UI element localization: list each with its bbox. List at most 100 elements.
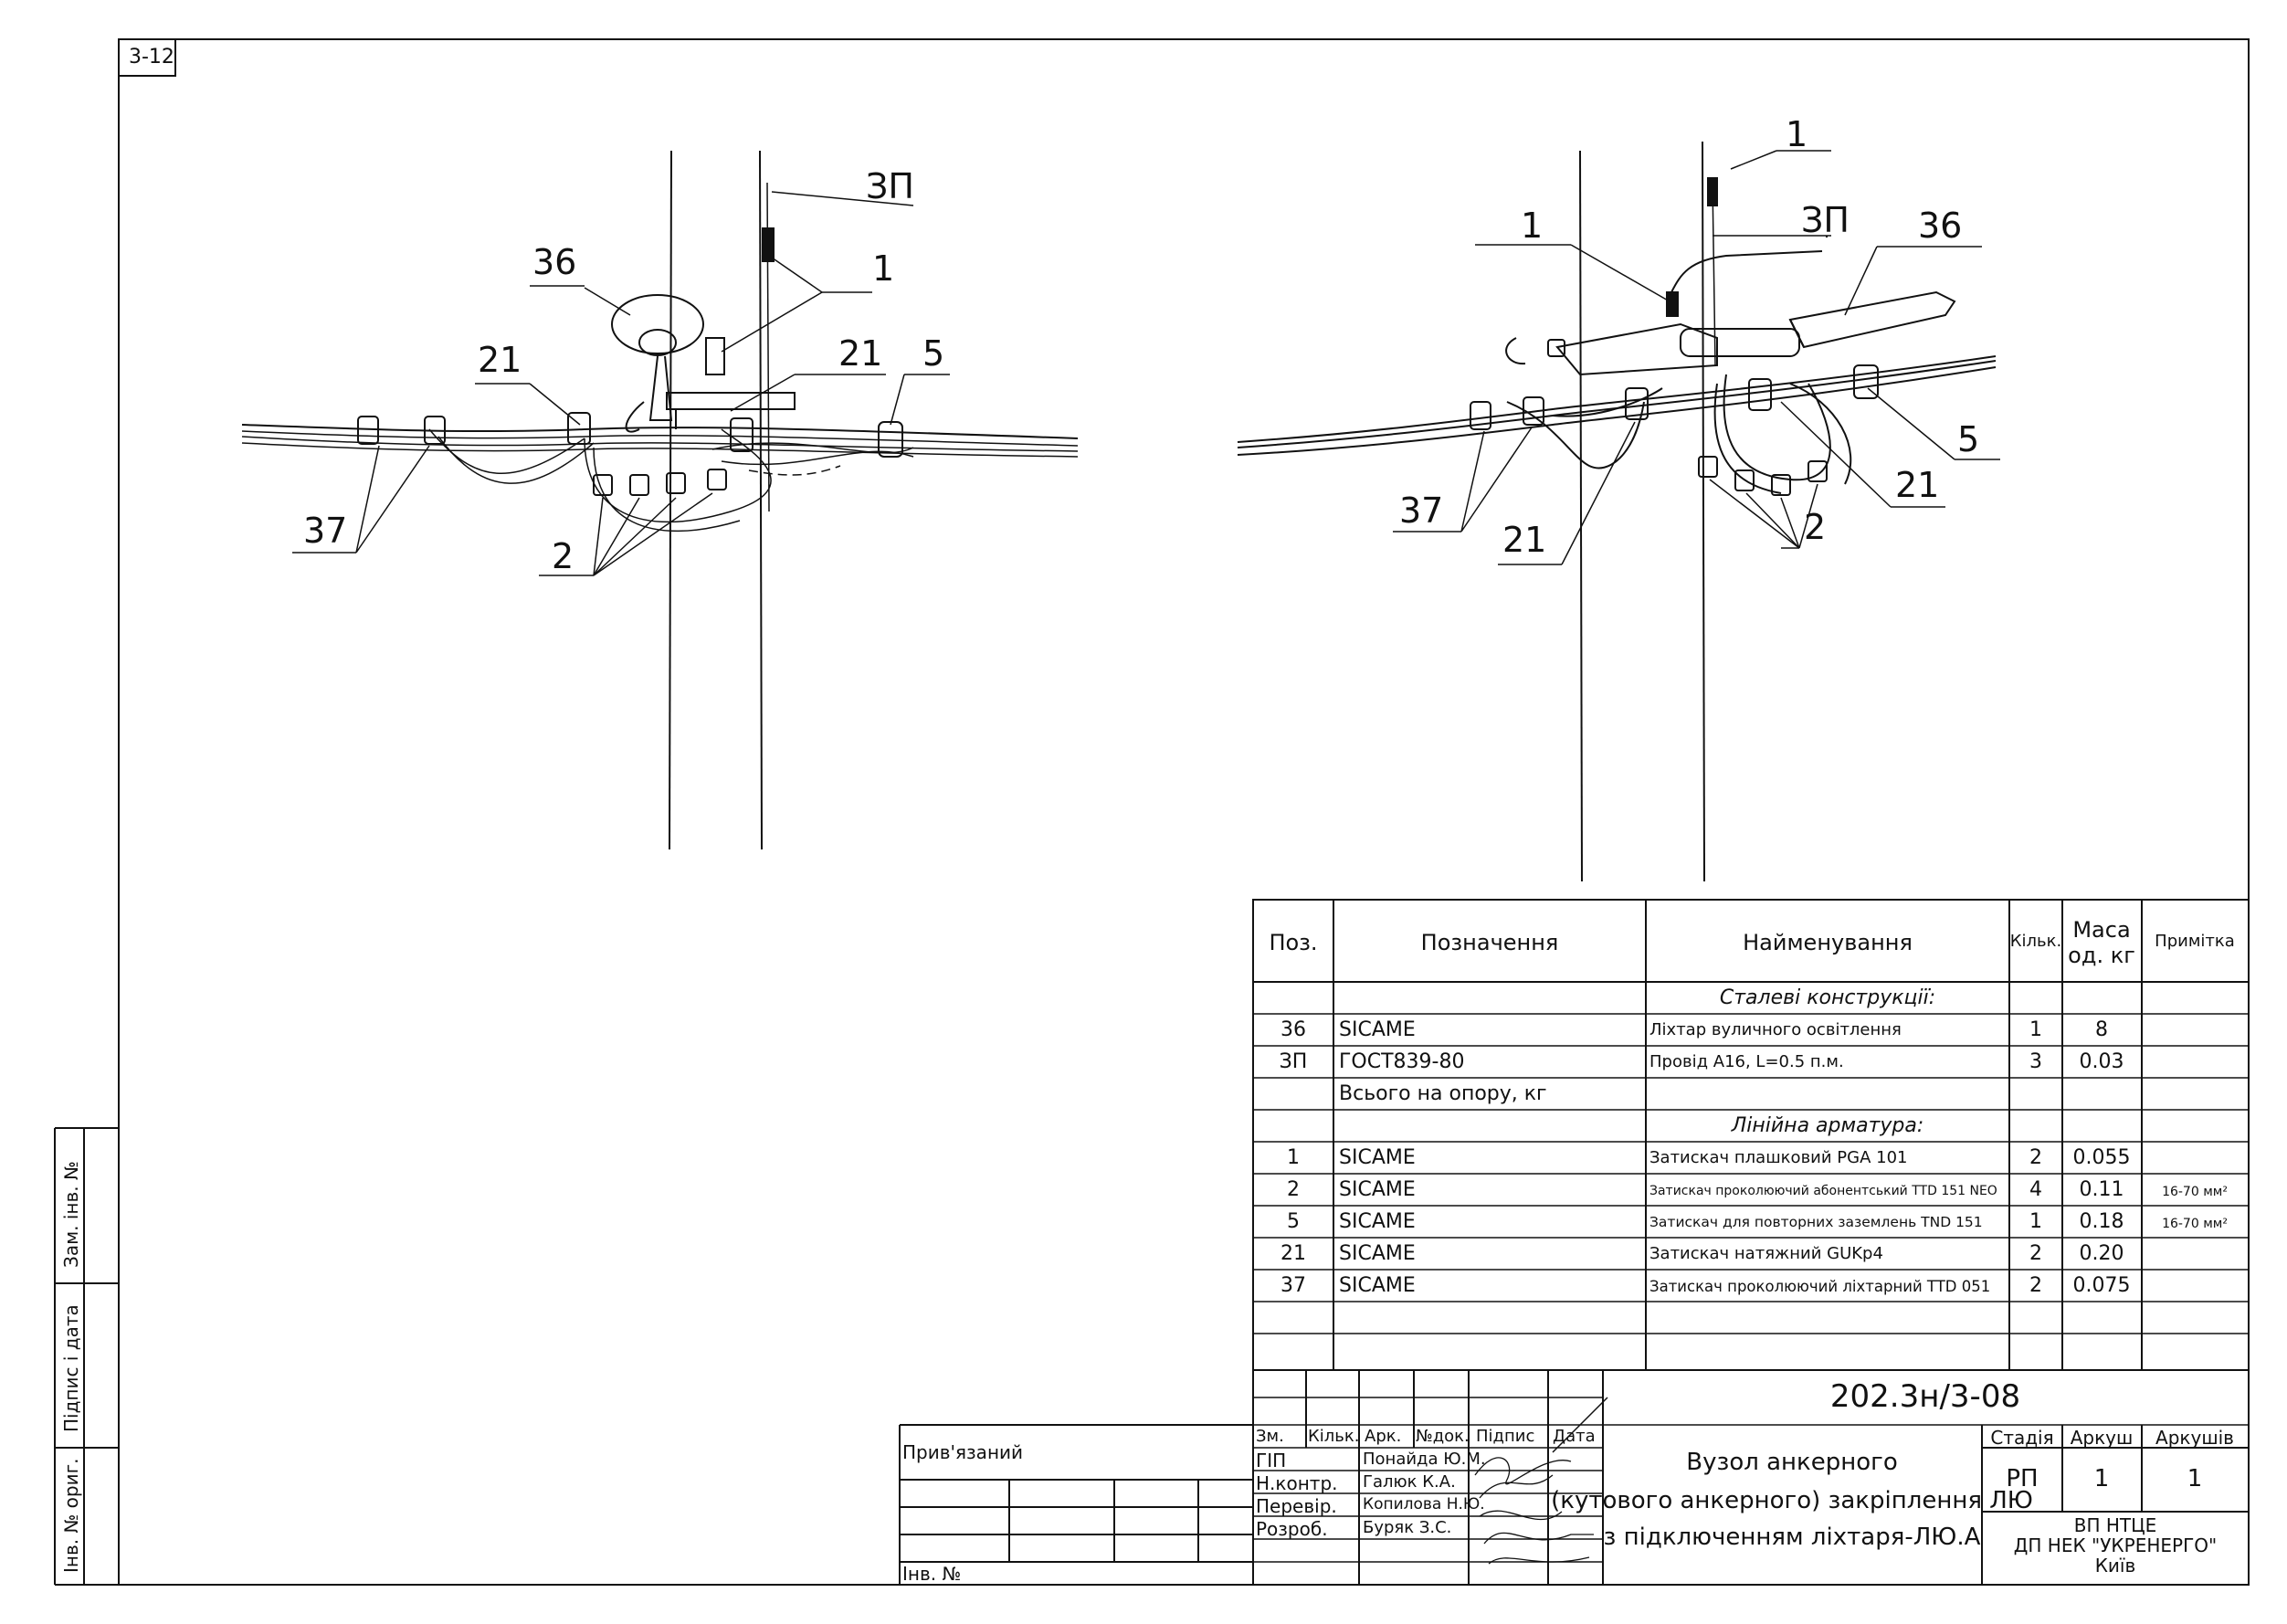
title-line-3: з підключенням ліхтаря-ЛЮ.А: [1603, 1524, 1981, 1551]
spec-header-qty: Кільк.: [2009, 932, 2062, 951]
spec-row-qty: 2: [2029, 1274, 2042, 1297]
callout-right-21b: 21: [1502, 520, 1547, 560]
pole-left-edge: [669, 150, 672, 850]
callout-right-37: 37: [1399, 490, 1444, 531]
spec-header-mass-b: од. кг: [2068, 943, 2135, 968]
spec-row-mass: 0.20: [2079, 1242, 2124, 1265]
callout-left-21b: 21: [838, 333, 883, 374]
spec-header-note: Примітка: [2155, 932, 2235, 951]
right-view-drawing: [1237, 141, 2000, 882]
spec-row-name: Затискач плашковий PGA 101: [1649, 1148, 1908, 1167]
stage-value: РП: [2006, 1465, 2039, 1492]
callout-left-21a: 21: [478, 340, 522, 380]
col-kilk: Кільк.: [1308, 1427, 1360, 1446]
spec-row-qty: 1: [2029, 1018, 2042, 1041]
spec-header-name: Найменування: [1743, 930, 1913, 955]
spec-row-mass: 0.18: [2079, 1210, 2124, 1233]
spec-row-note: 16-70 мм²: [2162, 1185, 2228, 1199]
title-line-2: (кутового анкерного) закріплення ЛЮ: [1551, 1487, 2033, 1514]
role-perevir: Перевір.: [1256, 1495, 1337, 1517]
spec-table-grid: [1252, 899, 2250, 1371]
spec-row-designation: SICAME: [1339, 1210, 1416, 1233]
callout-right-2: 2: [1804, 507, 1827, 547]
sheets-label: Аркушів: [2155, 1427, 2234, 1449]
callout-left-37: 37: [303, 511, 348, 551]
callout-right-36: 36: [1918, 206, 1963, 246]
name-perevir: Копилова Н.Ю.: [1363, 1495, 1485, 1513]
name-nkontr: Галюк К.А.: [1363, 1472, 1456, 1492]
spec-row-pos: 1: [1287, 1146, 1300, 1169]
title-block-grid: [899, 1369, 2250, 1586]
sheet-code: 3-12: [129, 46, 174, 69]
spec-row-designation: SICAME: [1339, 1242, 1416, 1265]
spec-row-mass: 0.11: [2079, 1178, 2124, 1201]
spec-row-qty: 2: [2029, 1146, 2042, 1169]
name-gip: Понайда Ю.М.: [1363, 1450, 1486, 1469]
role-nkontr: Н.контр.: [1256, 1472, 1338, 1494]
signatures: [1474, 1457, 1594, 1565]
col-ark: Арк.: [1365, 1427, 1402, 1446]
role-gip: ГІП: [1256, 1450, 1287, 1471]
stage-label: Стадія: [1990, 1427, 2054, 1449]
spec-header-mass-a: Маса: [2072, 917, 2131, 943]
spec-row-qty: 3: [2029, 1050, 2042, 1073]
spec-header-pos: Поз.: [1269, 930, 1318, 955]
spec-row-name: Затискач проколюючий ліхтарний TTD 051: [1649, 1278, 1991, 1295]
spec-row-pos: 5: [1287, 1210, 1300, 1233]
spec-row-designation: ГОСТ839-80: [1339, 1050, 1465, 1073]
name-rozrob: Буряк З.С.: [1363, 1518, 1452, 1537]
spec-row-pos: 37: [1281, 1274, 1306, 1297]
spec-row-designation: SICAME: [1339, 1178, 1416, 1201]
spec-section-steel: Сталеві конструкції:: [1719, 986, 1936, 1009]
pole-right-edge: [1702, 141, 1705, 882]
callout-right-zp: ЗП: [1801, 200, 1850, 240]
spec-row-mass: 0.03: [2079, 1050, 2124, 1073]
spec-row-name: Провід А16, L=0.5 п.м.: [1649, 1052, 1844, 1071]
spec-row-qty: 1: [2029, 1210, 2042, 1233]
callout-right-1b: 1: [1521, 206, 1544, 246]
spec-row-pos: 2: [1287, 1178, 1300, 1201]
sheet-code-box: [118, 38, 176, 77]
spec-row-designation: SICAME: [1339, 1146, 1416, 1169]
col-pidpys: Підпис: [1476, 1427, 1535, 1446]
sheets-value: 1: [2187, 1465, 2203, 1492]
spec-row-name: Ліхтар вуличного освітлення: [1649, 1020, 1902, 1039]
spec-row-name: Затискач натяжний GUKp4: [1649, 1244, 1883, 1263]
org-line-2: ДП НЕК "УКРЕНЕРГО": [2013, 1534, 2218, 1556]
callout-left-2: 2: [552, 536, 574, 576]
spec-row-designation: SICAME: [1339, 1018, 1416, 1041]
side-pidpys-data: Підпис і дата: [60, 1304, 82, 1432]
callout-left-5: 5: [922, 333, 945, 374]
role-rozrob: Розроб.: [1256, 1518, 1328, 1540]
side-strip: [54, 1127, 119, 1586]
spec-row-qty: 2: [2029, 1242, 2042, 1265]
sheet-frame: [118, 38, 2250, 1586]
spec-row-mass: 0.055: [2072, 1146, 2131, 1169]
col-ndok: №док.: [1416, 1427, 1470, 1446]
callout-left-36: 36: [532, 242, 577, 282]
pryvyazanyi-label: Прив'язаний: [902, 1441, 1024, 1463]
spec-row-name: Затискач проколюючий абонентський TTD 15…: [1649, 1184, 1997, 1198]
callout-right-5: 5: [1957, 419, 1980, 459]
sheet-label: Аркуш: [2070, 1427, 2134, 1449]
spec-row-mass: 8: [2095, 1018, 2108, 1041]
pole-left-edge: [1579, 150, 1583, 882]
spec-row-pos: 21: [1281, 1242, 1306, 1265]
spec-row-mass: 0.075: [2072, 1274, 2131, 1297]
side-zam-inv: Зам. інв. №: [60, 1161, 82, 1268]
spec-row-pos: ЗП: [1279, 1050, 1308, 1073]
spec-row-designation: SICAME: [1339, 1274, 1416, 1297]
col-zm: Зм.: [1256, 1427, 1284, 1446]
spec-total-label: Всього на опору, кг: [1339, 1082, 1547, 1105]
title-line-1: Вузол анкерного: [1686, 1449, 1898, 1476]
pole-right-edge: [759, 150, 763, 850]
org-line-3: Київ: [2094, 1555, 2136, 1577]
doc-code: 202.3н/3-08: [1829, 1378, 2021, 1415]
callout-left-1: 1: [872, 248, 895, 289]
spec-header-designation: Позначення: [1420, 930, 1559, 955]
side-inv-orig: Інв. № ориг.: [60, 1458, 82, 1573]
spec-row-name: Затискач для повторних заземлень TND 151: [1649, 1214, 1983, 1230]
callout-left-zp: ЗП: [866, 166, 914, 206]
callout-right-1a: 1: [1786, 114, 1808, 154]
spec-row-pos: 36: [1281, 1018, 1306, 1041]
